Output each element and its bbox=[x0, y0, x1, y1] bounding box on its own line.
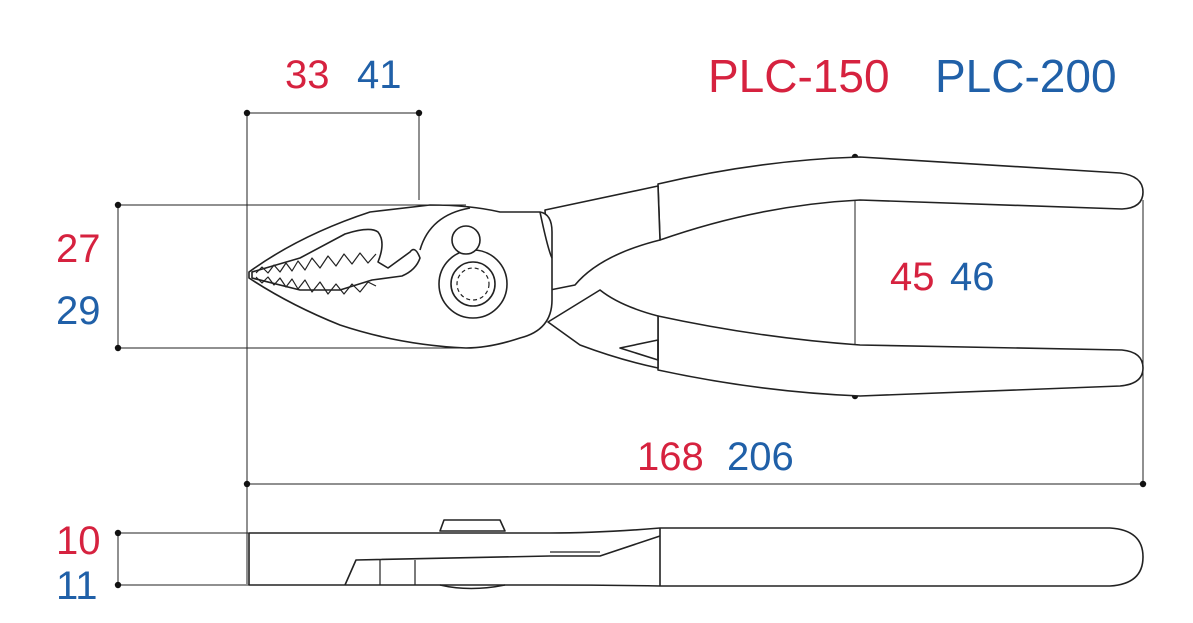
model-name-plc200: PLC-200 bbox=[935, 50, 1117, 102]
dimension-lines bbox=[117, 112, 1144, 586]
thickness-plc200: 11 bbox=[56, 564, 98, 608]
handle-width-plc200: 46 bbox=[950, 255, 995, 299]
pliers-side-view bbox=[248, 519, 1144, 590]
head-height-plc150: 27 bbox=[56, 227, 101, 271]
shank-bevel bbox=[619, 339, 659, 361]
head-height-plc200: 29 bbox=[56, 289, 101, 333]
model-name-plc150: PLC-150 bbox=[708, 50, 890, 102]
handle-width-plc150: 45 bbox=[890, 255, 935, 299]
jaw-length-plc200: 41 bbox=[357, 53, 402, 97]
thickness-plc150: 10 bbox=[56, 519, 101, 563]
overall-length-plc150: 168 bbox=[637, 435, 704, 479]
jaw-length-plc150: 33 bbox=[285, 53, 330, 97]
dimension-end-dots bbox=[114, 109, 1147, 589]
overall-length-plc200: 206 bbox=[727, 435, 794, 479]
pliers-top-view bbox=[248, 156, 1144, 397]
